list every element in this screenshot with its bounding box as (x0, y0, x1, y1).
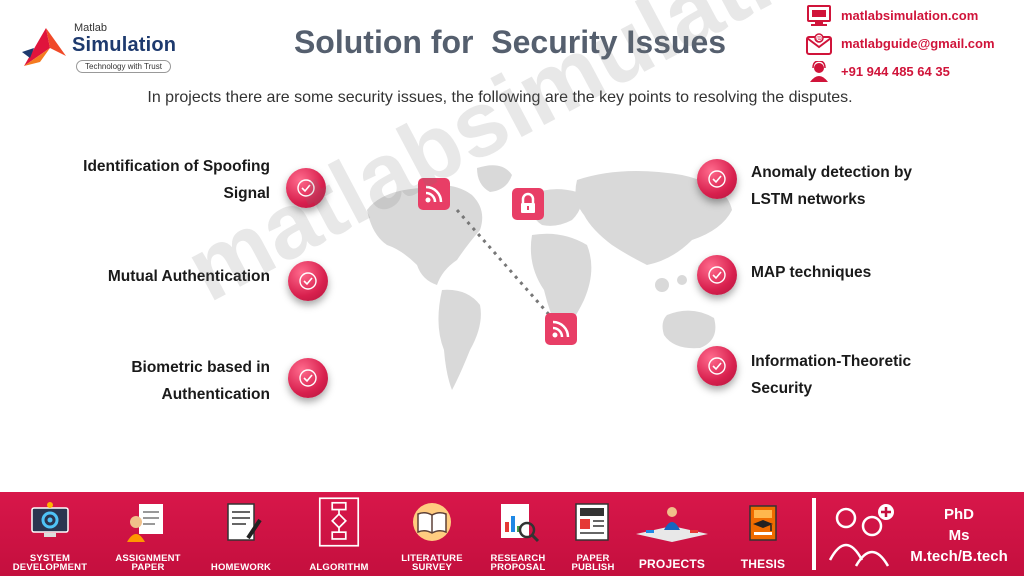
svg-text:@: @ (816, 36, 822, 43)
nav-system-development[interactable]: SYSTEM DEVELOPMENT (4, 492, 96, 576)
services-bar: SYSTEM DEVELOPMENT ASSIGNMENT PAPER HOME… (0, 492, 1024, 576)
research-icon (501, 504, 540, 543)
monitor-gear-icon (31, 502, 69, 537)
nav-label: PAPER PUBLISH (571, 553, 615, 573)
degree-mtech: M.tech/B.tech (910, 548, 1008, 565)
nav-label: THESIS (740, 557, 786, 571)
check-circle-icon (288, 261, 328, 301)
lock-icon (512, 188, 544, 220)
point-label-line1: Anomaly detection by (751, 164, 913, 181)
monitor-icon (807, 5, 831, 26)
logo-mark-icon (22, 28, 66, 66)
nav-assignment-paper[interactable]: ASSIGNMENT PAPER (102, 492, 194, 576)
nav-thesis[interactable]: THESIS (718, 492, 808, 576)
point-label-line1: Identification of Spoofing (83, 158, 270, 175)
nav-label: ASSIGNMENT PAPER (115, 553, 181, 573)
divider (812, 498, 816, 570)
rss-icon (418, 178, 450, 210)
graduate-group-icon (828, 504, 894, 567)
point-label-line2: LSTM networks (751, 191, 866, 208)
flowchart-icon (318, 497, 360, 547)
contact-block: matlabsimulation.com @ matlabguide@gmail… (803, 4, 1018, 88)
point-label-line1: Information-Theoretic (751, 353, 912, 370)
check-circle-icon (697, 255, 737, 295)
contact-website[interactable]: matlabsimulation.com (803, 4, 1018, 32)
rss-icon (545, 313, 577, 345)
contact-email[interactable]: @ matlabguide@gmail.com (803, 32, 1018, 60)
contact-phone[interactable]: +91 944 485 64 35 (803, 60, 1018, 88)
check-circle-icon (286, 168, 326, 208)
logo-name: Simulation (72, 34, 177, 56)
thesis-icon (749, 505, 777, 541)
nav-label: SYSTEM DEVELOPMENT (12, 553, 88, 573)
point-label-line1: Biometric based in (131, 359, 270, 376)
nav-algorithm[interactable]: ALGORITHM (294, 492, 384, 576)
nav-homework[interactable]: HOMEWORK (196, 492, 286, 576)
point-label-line2: Signal (223, 185, 270, 202)
point-label-line2: Security (751, 380, 813, 397)
subtitle: In projects there are some security issu… (147, 89, 853, 106)
point-label-line2: Authentication (161, 386, 271, 403)
check-circle-icon (697, 346, 737, 386)
projects-icon (636, 507, 708, 542)
logo-tagline: Technology with Trust (76, 60, 171, 73)
degree-phd: PhD (944, 506, 974, 523)
email-icon: @ (806, 33, 832, 55)
degree-list: PhD Ms M.tech/B.tech (896, 504, 1022, 567)
nav-paper-publish[interactable]: PAPER PUBLISH (548, 492, 638, 576)
nav-label: LITERATURE SURVEY (401, 553, 463, 573)
nav-research-proposal[interactable]: RESEARCH PROPOSAL (472, 492, 564, 576)
nav-label: ALGORITHM (309, 562, 369, 573)
publish-icon (575, 503, 609, 541)
nav-label: PROJECTS (638, 557, 706, 571)
assignment-icon (127, 504, 163, 542)
page-title: Solution for Security Issues (293, 24, 727, 60)
check-circle-icon (697, 159, 737, 199)
check-circle-icon (288, 358, 328, 398)
nav-label: RESEARCH PROPOSAL (490, 553, 546, 573)
nav-literature-survey[interactable]: LITERATURE SURVEY (386, 492, 478, 576)
homework-icon (227, 503, 262, 541)
point-label-line1: MAP techniques (751, 264, 872, 281)
degree-ms: Ms (948, 527, 970, 544)
book-icon (413, 503, 451, 541)
nav-label: HOMEWORK (210, 562, 272, 573)
point-label-line1: Mutual Authentication (107, 268, 270, 285)
logo-small-text: Matlab (74, 22, 108, 34)
brand-logo[interactable]: Matlab Simulation Technology with Trust (20, 22, 190, 74)
nav-projects[interactable]: PROJECTS (620, 492, 724, 576)
support-agent-icon (810, 61, 828, 82)
